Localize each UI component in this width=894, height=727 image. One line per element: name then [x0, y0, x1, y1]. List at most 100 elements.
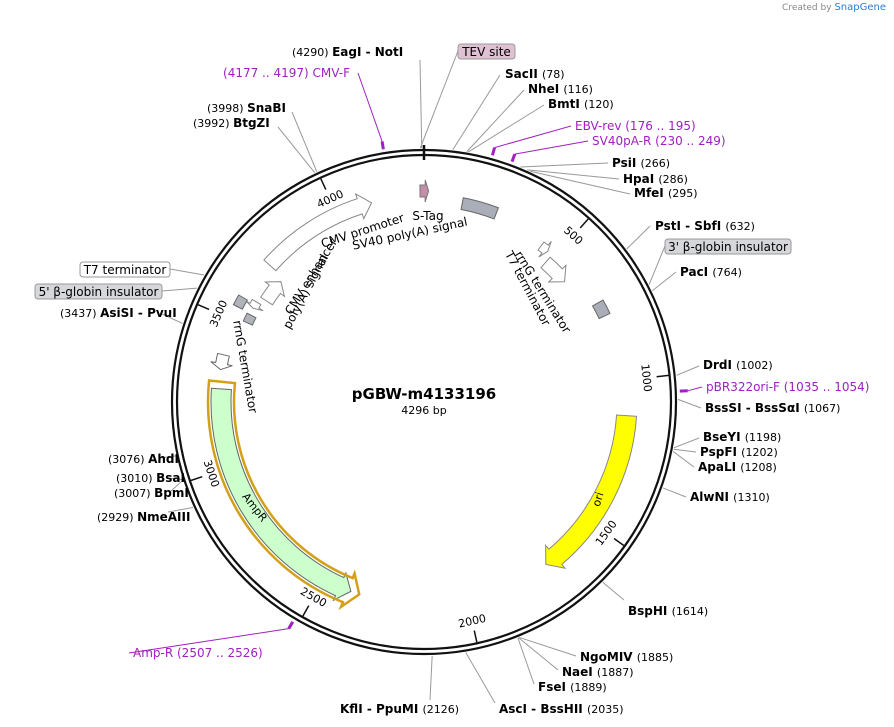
feature-label-ori: ori: [590, 491, 607, 509]
site-asisi-pvui: (3437) AsiSI - PvuI: [60, 306, 177, 320]
site-drdi: DrdI (1002): [703, 358, 773, 372]
site-ngomiv: NgoMIV (1885): [580, 650, 673, 664]
feature-label-poly-a-signal: poly(A) signal: [280, 252, 331, 331]
site-nhei: NheI (116): [528, 82, 593, 96]
feature-rrng-terminator-right: [540, 256, 567, 283]
tick-label: 2000: [457, 612, 487, 631]
site-bsai: (3010) BsaI: [116, 471, 185, 485]
feature-3-beta-globin-insulator-box: [591, 299, 611, 320]
site-leader: [672, 451, 695, 468]
boxed-label-3-globin-insulator: 3' β-globin insulator: [668, 240, 788, 254]
tick-mark: [656, 374, 669, 378]
boxed-label-t7-terminator: T7 terminator: [83, 263, 167, 277]
tick-mark: [473, 630, 478, 643]
site-leader: [517, 637, 535, 685]
site-naei: NaeI (1887): [562, 665, 634, 679]
site-mfei: MfeI (295): [634, 186, 698, 200]
primer-mark: [490, 147, 497, 156]
tick-label: 1000: [638, 363, 654, 392]
site-leader: [602, 582, 625, 601]
site-ahdi: (3076) AhdI: [108, 452, 179, 466]
plasmid-name: pGBW-m4133196: [352, 385, 496, 403]
site-leader: [626, 225, 651, 250]
primer-cmv-f: (4177 .. 4197) CMV-F: [223, 66, 350, 80]
site-leader: [518, 637, 559, 671]
site-bmti: BmtI (120): [548, 97, 614, 111]
site-bpmi: (3007) BpmI: [114, 486, 189, 500]
feature-ampr-promoter: [206, 379, 361, 611]
tick-label: 3000: [201, 458, 222, 489]
site-fsei: FseI (1889): [538, 680, 607, 694]
primer-ebv-rev: EBV-rev (176 .. 195): [575, 119, 696, 133]
box-leader: [161, 287, 198, 292]
site-leader: [159, 312, 183, 324]
primers-layer: (4177 .. 4197) CMV-F EBV-rev (176 .. 195)…: [128, 66, 869, 660]
snapgene-credit: Created by SnapGene: [782, 2, 886, 13]
site-leader: [167, 507, 194, 513]
site-leader: [519, 636, 577, 657]
site-leader: [167, 477, 183, 480]
site-kfli-ppumi: KflI - PpuMI (2126): [340, 702, 459, 716]
site-leader: [677, 398, 702, 409]
site-hpai: HpaI (286): [623, 172, 688, 186]
site-leader: [468, 104, 545, 153]
primer-leader: [494, 125, 572, 149]
primer-leader: [128, 628, 289, 654]
boxed-label-bg: [664, 238, 792, 255]
site-leader: [429, 655, 433, 701]
backbone-ring: [170, 145, 678, 656]
primer-leader: [514, 140, 589, 155]
box-leader: [169, 268, 205, 276]
boxed-label-tev-site: TEV site: [461, 45, 511, 59]
feature-label-s-tag: S-Tag: [412, 209, 443, 223]
site-leader: [452, 74, 501, 150]
site-apali: ApaLI (1208): [698, 460, 777, 474]
boxed-label-bg: [34, 283, 163, 300]
site-snabi: (3998) SnaBI: [207, 101, 286, 115]
boxed-label-5-globin-insulator: 5' β-globin insulator: [39, 285, 159, 299]
feature-s-tag: [419, 179, 430, 203]
site-leader: [159, 455, 176, 459]
site-bseyi: BseYI (1198): [703, 430, 781, 444]
tick-mark: [302, 605, 310, 617]
primer-amp-r: Amp-R (2507 .. 2526): [133, 646, 263, 660]
primer-sv40pa-r: SV40pA-R (230 .. 249): [592, 134, 726, 148]
feature-t7-terminator-right: [537, 240, 552, 258]
boxed-label-bg: [79, 261, 171, 278]
site-bsssi-bsss-i: BssSI - BssSαI (1067): [705, 401, 840, 415]
site-psti-sbfi: PstI - SbfI (632): [655, 219, 755, 233]
site-leader: [527, 169, 620, 180]
tick-mark: [579, 218, 589, 229]
credit-brand: SnapGene: [834, 2, 886, 13]
site-leader: [466, 89, 525, 152]
primer-mark: [380, 141, 385, 150]
site-leader: [530, 170, 631, 195]
plasmid-length: 4296 bp: [401, 404, 446, 417]
tick-mark: [320, 178, 327, 190]
site-leader: [673, 437, 700, 449]
site-btgzi: (3992) BtgZI: [193, 116, 270, 130]
site-leader: [465, 652, 496, 704]
box-leader: [648, 245, 666, 285]
primer-leader: [687, 386, 703, 392]
site-nmeaiii: (2929) NmeAIII: [97, 510, 190, 524]
feature-cmv-promoter: [263, 192, 373, 272]
credit-prefix: Created by: [782, 3, 832, 13]
feature-cmv-enhancer: [260, 281, 286, 306]
site-leader: [652, 271, 677, 292]
primer-leader: [357, 72, 383, 142]
site-pspfi: PspFI (1202): [700, 445, 778, 459]
site-alwni: AlwNI (1310): [690, 490, 770, 504]
site-eagi-noti: (4290) EagI - NotI: [292, 45, 403, 59]
site-leader: [673, 448, 697, 453]
primer-mark: [287, 621, 295, 630]
tick-mark: [613, 537, 625, 547]
primer-pbr322ori-f: pBR322ori-F (1035 .. 1054): [706, 380, 869, 394]
site-leader: [676, 365, 700, 376]
site-asci-bsshii: AscI - BssHII (2035): [499, 702, 624, 716]
site-psii: PsiI (266): [612, 156, 670, 170]
feature-poly-a-signal: [245, 298, 264, 312]
feature-5-beta-globin-insulator-box: [232, 294, 249, 310]
